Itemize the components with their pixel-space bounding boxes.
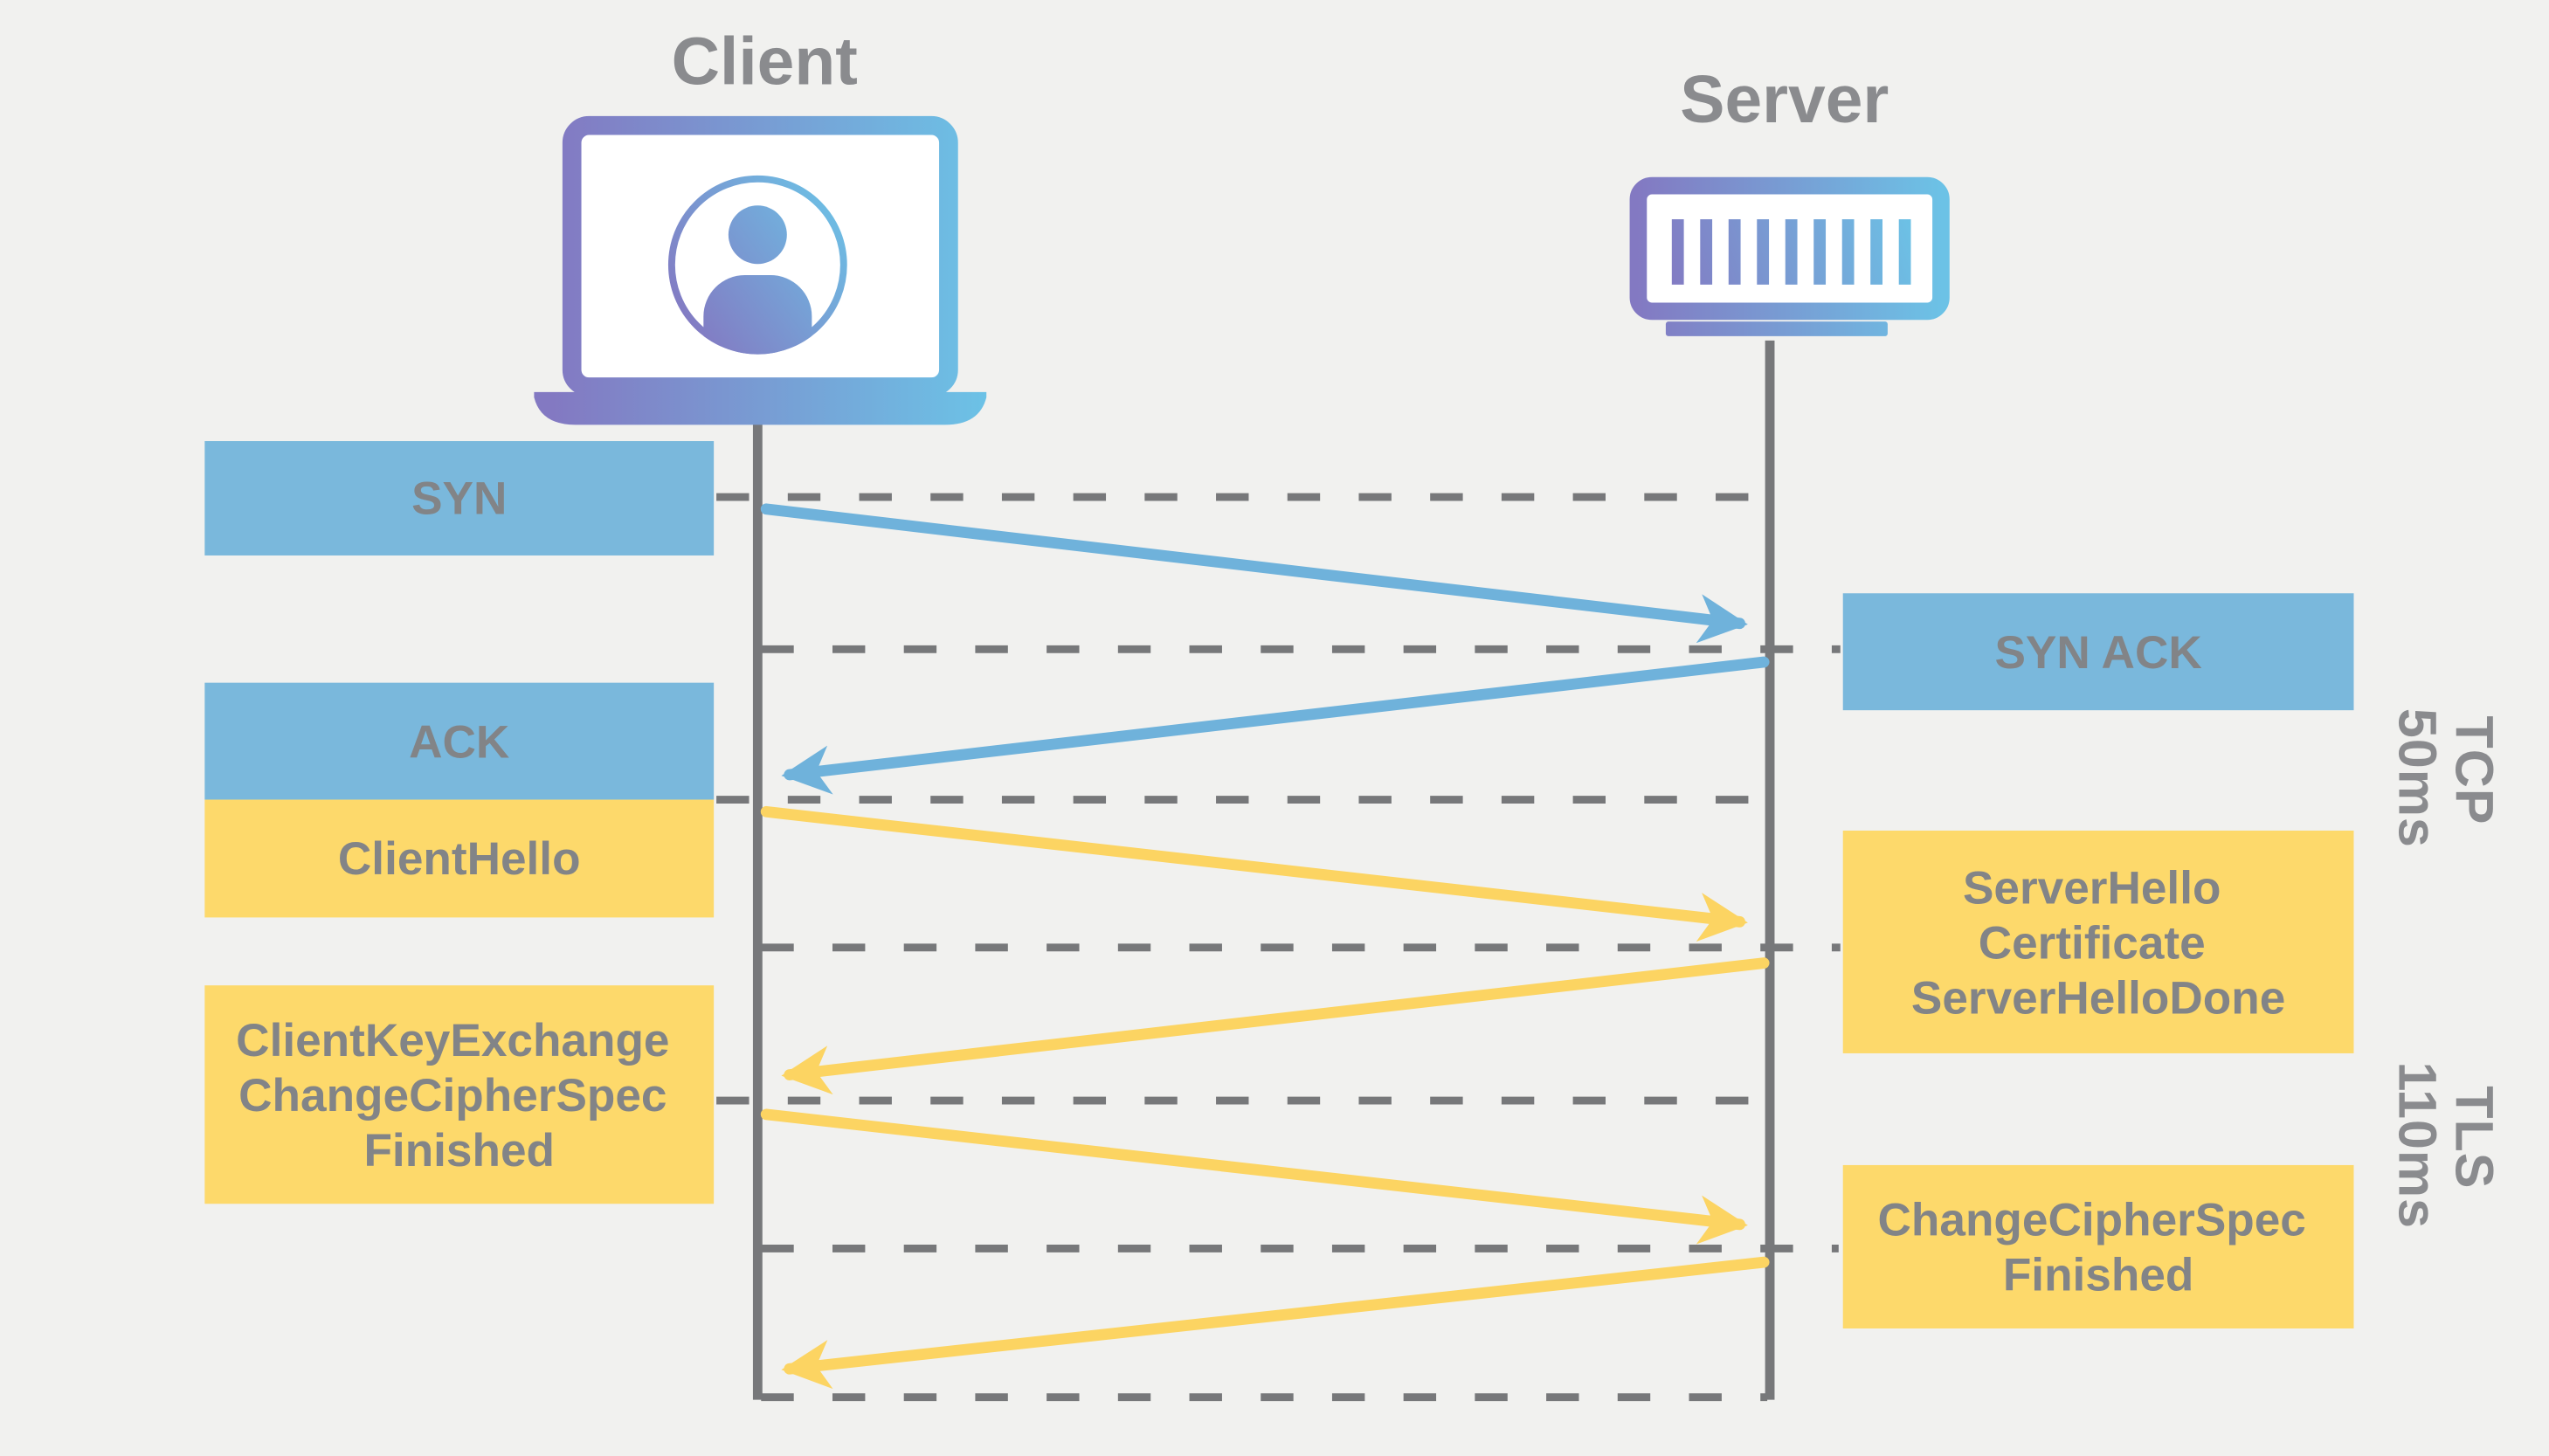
avatar-shoulders-icon	[703, 275, 812, 355]
client-hello-box-label: ClientHello	[338, 833, 581, 885]
server-vent-bars-icon	[1671, 219, 1911, 285]
syn-ack-box-label: SYN ACK	[1994, 627, 2201, 679]
client-key-exchange-box-label: ClientKeyExchange ChangeCipherSpec Finis…	[236, 1015, 682, 1177]
syn-box: SYN	[204, 441, 715, 555]
tcp-section-label: TCP 50ms	[2388, 708, 2504, 848]
ack-box-label: ACK	[409, 716, 509, 768]
syn-box-label: SYN	[411, 473, 507, 525]
change-cipher-spec-arrow	[781, 1256, 1770, 1390]
syn-ack-box: SYN ACK	[1842, 593, 2354, 711]
client-laptop-icon	[534, 115, 987, 425]
tls-section-label: TLS 110ms	[2388, 1062, 2504, 1230]
syn-ack-arrow	[781, 656, 1770, 795]
client-key-exchange-box: ClientKeyExchange ChangeCipherSpec Finis…	[204, 985, 715, 1204]
syn-arrow	[760, 503, 1748, 644]
server-actor-label: Server	[1680, 62, 1889, 137]
client-key-exchange-arrow	[760, 1108, 1748, 1245]
change-cipher-spec-box-label: ChangeCipherSpec Finished	[1878, 1195, 2319, 1301]
client-hello-arrow	[760, 805, 1748, 942]
laptop-base	[534, 391, 987, 425]
client-actor-label: Client	[672, 24, 858, 99]
change-cipher-spec-box: ChangeCipherSpec Finished	[1842, 1164, 2354, 1328]
server-icon	[1629, 176, 1950, 336]
server-base	[1665, 321, 1888, 336]
client-hello-box: ClientHello	[204, 799, 715, 918]
server-hello-arrow	[781, 957, 1770, 1095]
avatar-head-icon	[728, 205, 787, 265]
server-hello-box: ServerHello Certificate ServerHelloDone	[1842, 830, 2354, 1053]
ack-box: ACK	[204, 682, 715, 800]
server-hello-box-label: ServerHello Certificate ServerHelloDone	[1911, 863, 2285, 1025]
